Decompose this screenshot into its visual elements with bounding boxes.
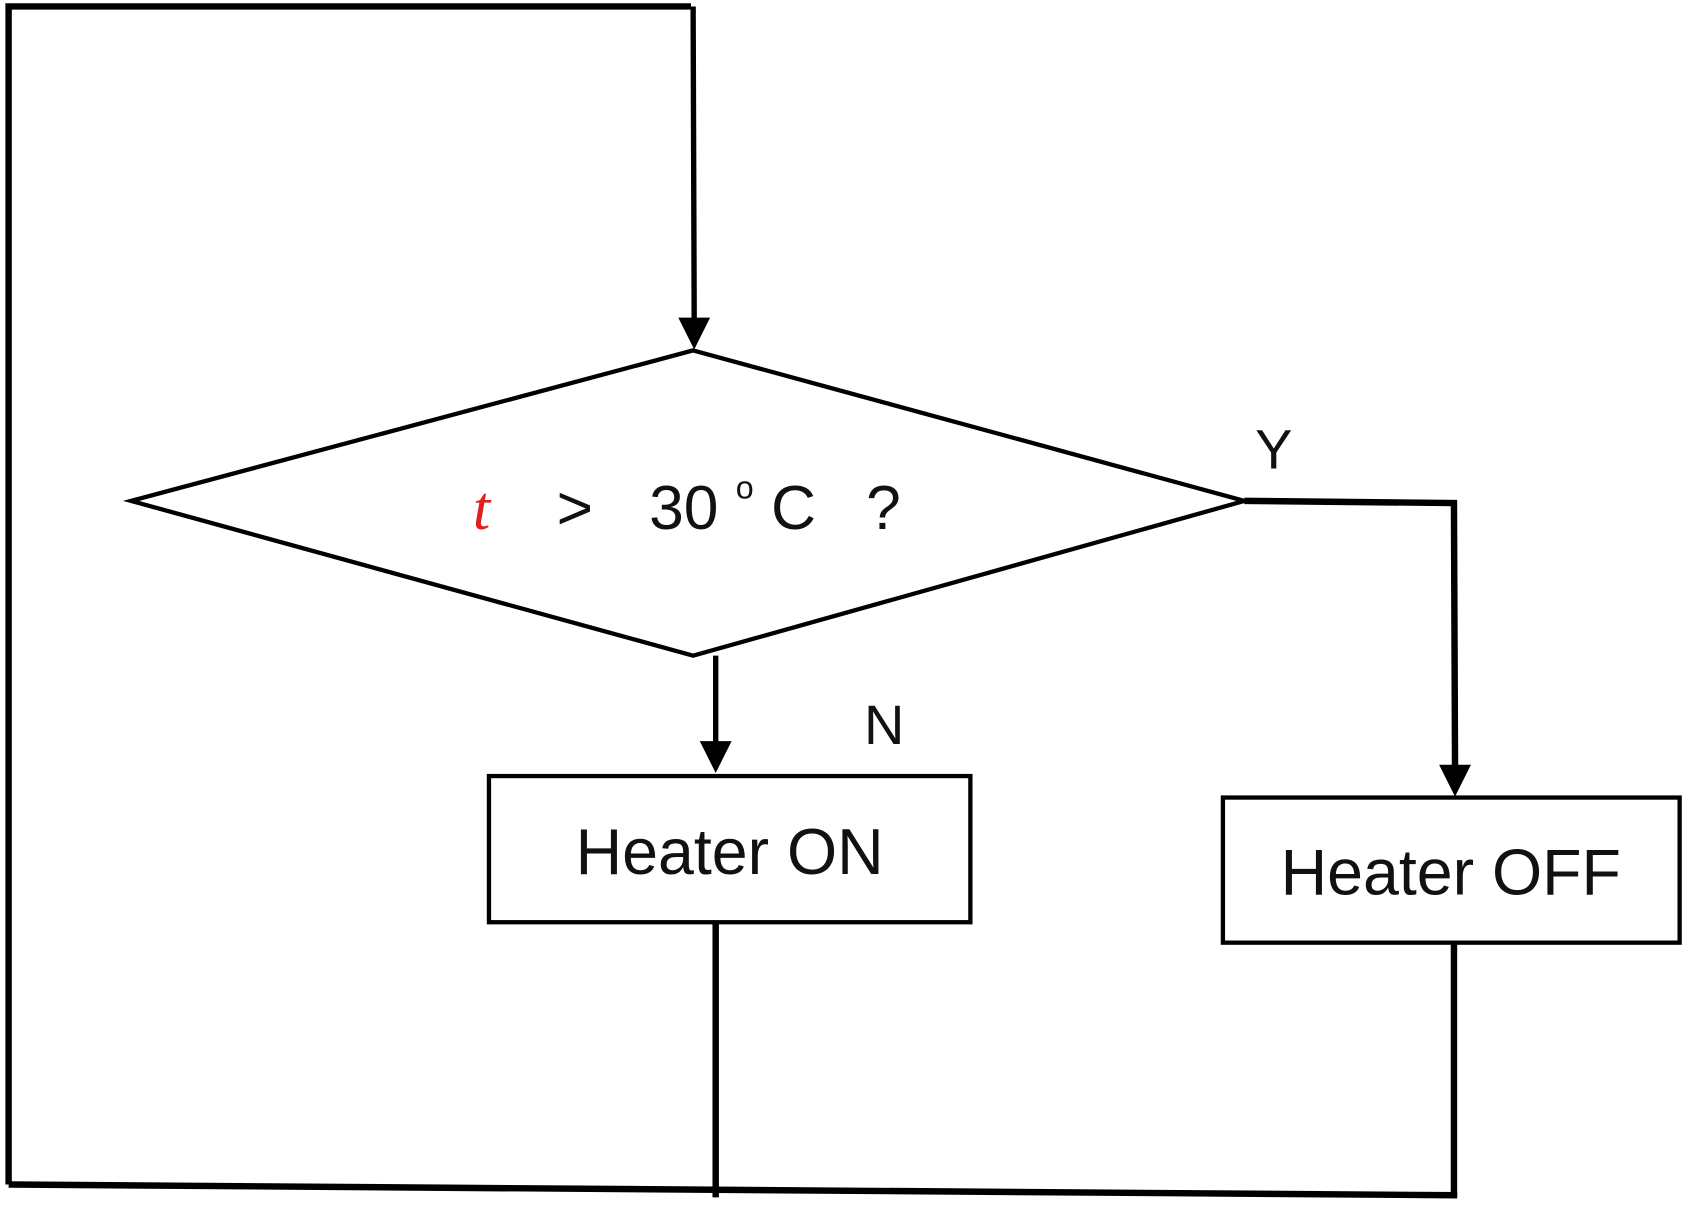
decision-diamond <box>122 348 1253 658</box>
variable-t: t <box>473 474 492 543</box>
heater-off-label: Heater OFF <box>1281 836 1621 908</box>
entry-arrowhead-icon <box>678 317 711 350</box>
bottom-return-line <box>8 1181 1458 1199</box>
question-mark: ? <box>866 474 901 543</box>
decision-condition: t > 30 o C ? <box>473 444 901 543</box>
entry-arrow-line <box>690 6 697 323</box>
yes-arrowhead-icon <box>1439 764 1471 797</box>
heater-on-label: Heater ON <box>576 816 884 888</box>
operator: > <box>557 474 593 543</box>
threshold-value: 30 <box>649 474 718 543</box>
no-label: N <box>864 693 904 756</box>
no-arrowhead-icon <box>699 741 732 773</box>
heater-on-box <box>486 773 973 925</box>
yes-label: Y <box>1255 418 1292 481</box>
unit: C <box>771 474 816 543</box>
loop-back-line <box>5 3 691 1185</box>
degree-sign: o <box>736 470 754 506</box>
yes-branch-line <box>1244 497 1459 768</box>
